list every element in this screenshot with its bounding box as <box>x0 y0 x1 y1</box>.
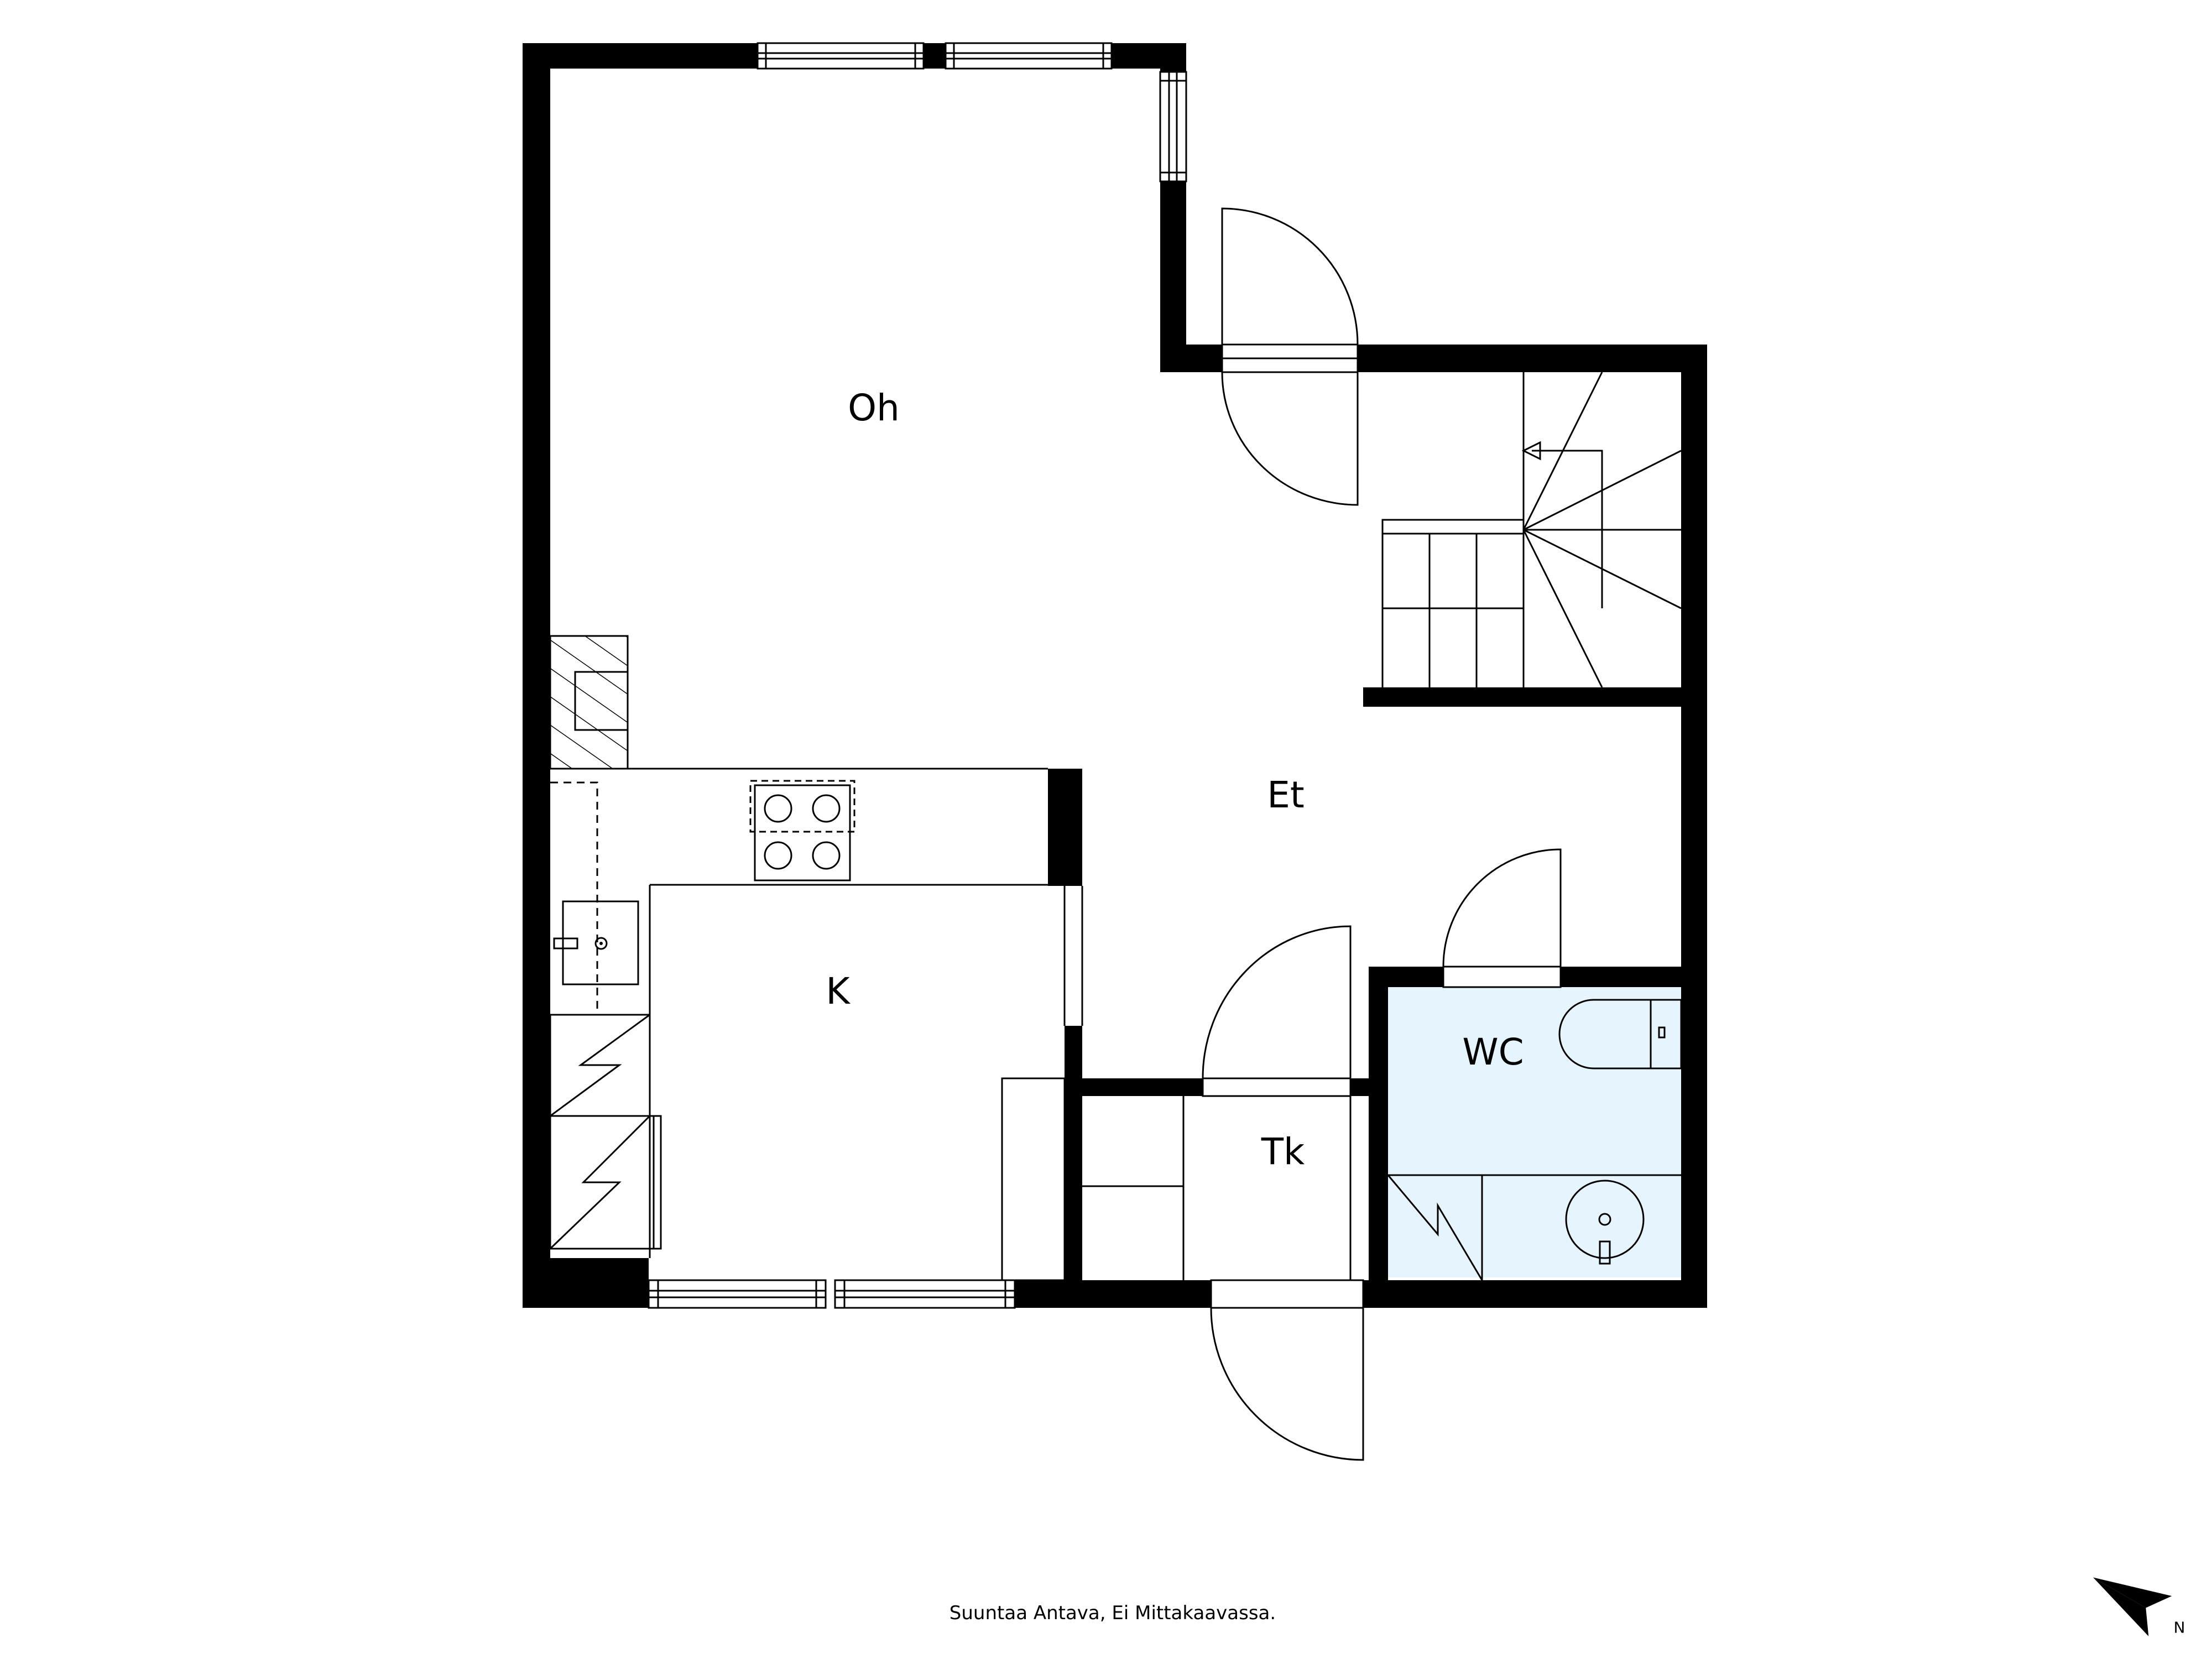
windows <box>648 42 1187 1309</box>
fridge-icon <box>549 1115 662 1250</box>
room-label-k: K <box>826 970 851 1013</box>
room-label-oh: Oh <box>848 387 900 429</box>
scale-disclaimer: Suuntaa Antava, Ei Mittakaavassa. <box>950 1602 1276 1624</box>
wc-fixtures <box>1387 999 1682 1281</box>
staircase <box>1381 372 1682 688</box>
kitchen-sink-icon <box>553 900 639 985</box>
storage-shelves <box>1082 1096 1352 1280</box>
fireplace <box>549 635 629 770</box>
stove-icon <box>749 780 855 881</box>
walls <box>523 43 1707 1308</box>
kitchen-fixtures <box>549 768 1066 1281</box>
washbasin-icon <box>1565 1180 1645 1265</box>
wc-floor <box>1388 987 1687 1277</box>
north-label: N <box>2173 1619 2185 1637</box>
room-label-et: Et <box>1267 774 1305 816</box>
doors <box>1063 207 1562 1461</box>
north-arrow-icon: N <box>2093 1577 2185 1637</box>
dishwasher-icon <box>549 1014 651 1117</box>
toilet-icon <box>1558 999 1682 1070</box>
shower-icon <box>1387 1175 1483 1281</box>
room-label-wc: WC <box>1462 1031 1524 1073</box>
room-label-tk: Tk <box>1261 1130 1305 1173</box>
